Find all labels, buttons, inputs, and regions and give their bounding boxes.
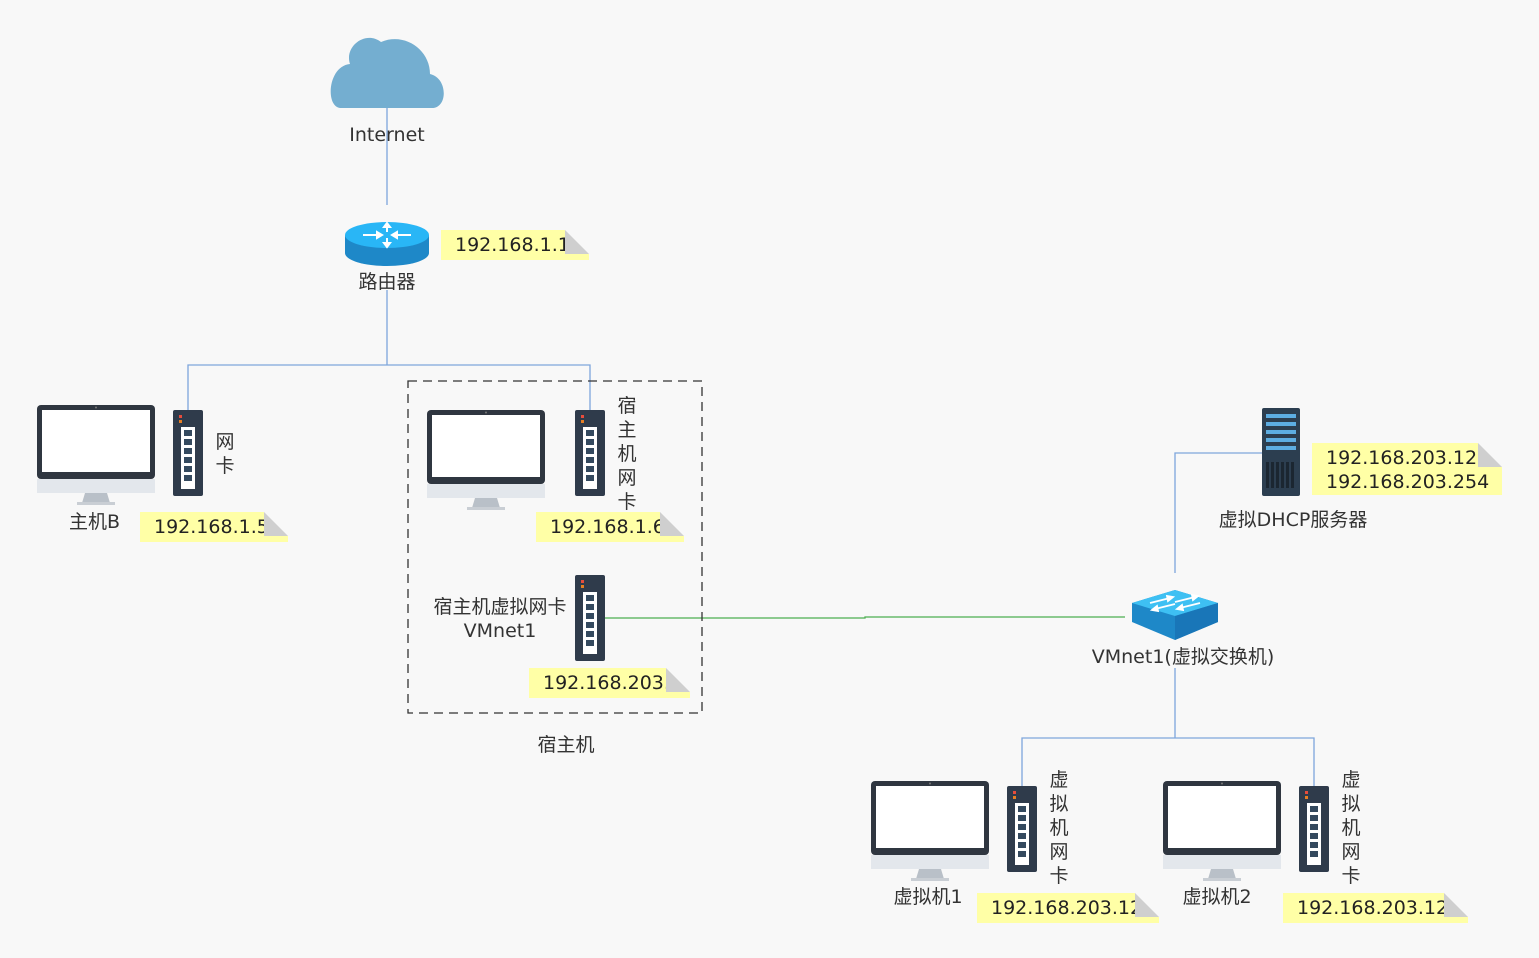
- dhcp-label: 虚拟DHCP服务器: [1218, 509, 1368, 531]
- host-nic-label: 宿主机网卡: [617, 395, 637, 513]
- network-links: [187, 108, 1315, 786]
- vm1-ip-note: 192.168.203.128: [977, 893, 1159, 923]
- router-icon: [345, 221, 429, 266]
- host-vnic-icon: [575, 575, 605, 661]
- link-switch-vms: [1021, 737, 1315, 786]
- vm1-nic-label: 虚拟机网卡: [1049, 769, 1069, 887]
- host-machine-monitor-icon: [427, 410, 545, 510]
- router-ip-note: 192.168.1.1: [441, 230, 589, 260]
- host-vnic-label: 宿主机虚拟网卡 VMnet1: [433, 595, 566, 643]
- vm2-label: 虚拟机2: [1182, 886, 1252, 908]
- host-vnic-label-line2: VMnet1: [463, 620, 537, 642]
- dhcp-range-line2: 192.168.203.254: [1326, 471, 1490, 493]
- link-router-hosts: [187, 364, 591, 410]
- host-b-ip-note: 192.168.1.5: [140, 512, 288, 542]
- host-machine-label: 宿主机: [537, 734, 595, 756]
- vm2-nic-icon: [1299, 786, 1329, 872]
- host-b-monitor-icon: [37, 405, 155, 505]
- vm2-nic-label: 虚拟机网卡: [1341, 769, 1361, 887]
- host-b-nic-icon: [173, 410, 203, 496]
- cloud-icon: [330, 37, 444, 108]
- server-icon: [1262, 408, 1300, 496]
- host-machine-boundary: [407, 380, 703, 714]
- vm1-label: 虚拟机1: [893, 886, 963, 908]
- host-ip-note: 192.168.1.6: [536, 512, 684, 542]
- link-vmnet1-switch: [605, 616, 1125, 619]
- internet-label: Internet: [349, 124, 425, 146]
- vm2-ip-note: 192.168.203.129: [1283, 893, 1468, 923]
- vm1-monitor-icon: [871, 781, 989, 881]
- vswitch-label: VMnet1(虚拟交换机): [1091, 646, 1275, 668]
- link-dhcp-switch: [1174, 452, 1262, 573]
- switch-icon: [1132, 590, 1218, 640]
- host-b-nic-label: 网卡: [215, 431, 235, 477]
- dhcp-range-line1: 192.168.203.128-: [1326, 447, 1497, 469]
- host-vnic-label-line1: 宿主机虚拟网卡: [433, 596, 567, 618]
- router-label: 路由器: [358, 271, 416, 293]
- dhcp-range-note: 192.168.203.128- 192.168.203.254: [1312, 443, 1502, 495]
- host-b-label: 主机B: [69, 511, 121, 533]
- host-vnic-ip-note: 192.168.203.1: [529, 668, 690, 698]
- vm1-nic-icon: [1007, 786, 1037, 872]
- host-nic-icon: [575, 410, 605, 496]
- vm2-monitor-icon: [1163, 781, 1281, 881]
